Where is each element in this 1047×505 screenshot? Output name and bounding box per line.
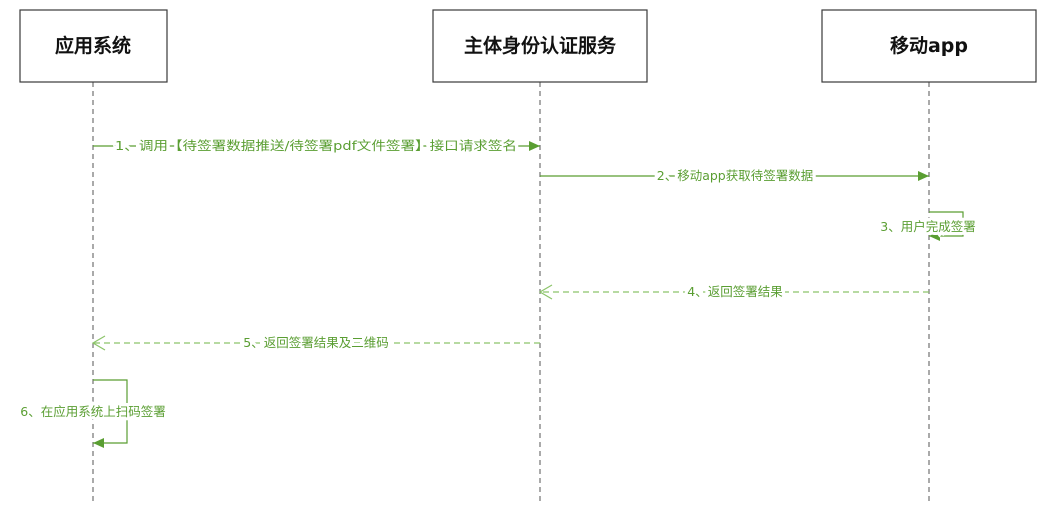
participant-auth-service: 主体身份认证服务	[432, 9, 648, 83]
participant-box	[432, 9, 648, 83]
self-message-loop	[93, 379, 128, 444]
message-4: 4、返回签署结果	[538, 281, 929, 302]
message-label: 6、在应用系统上扫码签署	[20, 404, 165, 419]
participant-app-system: 应用系统	[19, 9, 168, 83]
arrowhead-filled	[929, 231, 940, 241]
participant-mobile-app: 移动app	[821, 9, 1037, 83]
self-message-loop	[929, 211, 964, 237]
participant-label: 应用系统	[55, 34, 131, 57]
arrowhead-filled	[93, 438, 104, 448]
message-label: 5、返回签署结果及二维码	[243, 335, 388, 350]
participant-label: 主体身份认证服务	[464, 34, 617, 57]
participant-label: 移动app	[890, 34, 968, 57]
message-2: 2、移动app获取待签署数据	[540, 165, 929, 186]
message-1: 1、调用【待签署数据推送/待签署pdf文件签署】接口请求签名	[93, 135, 540, 156]
message-6: 6、在应用系统上扫码签署	[17, 379, 169, 448]
participant-box	[821, 9, 1037, 83]
message-3: 3、用户完成签署	[877, 211, 979, 241]
arrowhead-open	[538, 284, 553, 300]
message-label: 4、返回签署结果	[687, 284, 783, 299]
message-label: 1、调用【待签署数据推送/待签署pdf文件签署】接口请求签名	[115, 138, 517, 153]
message-5: 5、返回签署结果及二维码	[91, 332, 540, 353]
message-label: 3、用户完成签署	[880, 219, 975, 234]
participant-box	[19, 9, 168, 83]
arrowhead-open	[91, 335, 106, 351]
arrowhead-filled	[529, 141, 540, 151]
arrowhead-filled	[918, 171, 929, 181]
message-label: 2、移动app获取待签署数据	[657, 168, 813, 183]
